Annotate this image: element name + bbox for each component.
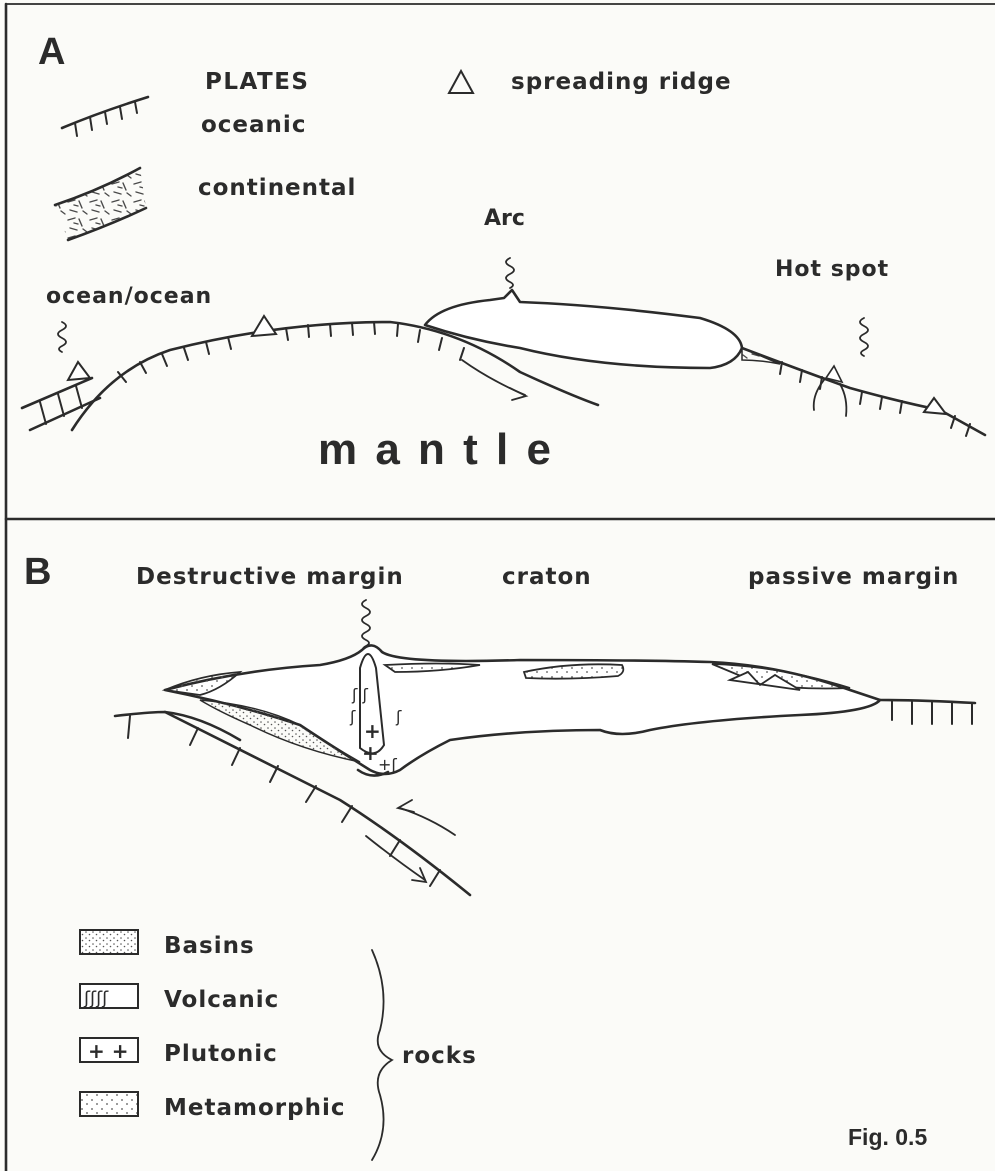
- panel-a-letter: A: [38, 31, 65, 73]
- spreading-ridge-icon: [449, 71, 473, 93]
- panel-a-legend: PLATES spreading ridge oceanic continent…: [55, 69, 732, 240]
- shear-arrow-up-icon: [398, 800, 414, 812]
- oceanic-label: oceanic: [201, 112, 306, 138]
- continental-plate-symbol-icon: [55, 168, 146, 240]
- subduction-arrow-icon: [510, 388, 526, 400]
- svg-text:+: +: [362, 741, 379, 765]
- svg-text:ʃ: ʃ: [395, 707, 402, 726]
- destructive-margin-label: Destructive margin: [136, 564, 404, 590]
- ocean-ocean-eruption-icon: [58, 322, 66, 352]
- figure-label: Fig. 0.5: [848, 1124, 927, 1150]
- arc-eruption-icon: [506, 258, 514, 288]
- metamorphic-label: Metamorphic: [164, 1095, 345, 1121]
- svg-text:ʃ: ʃ: [349, 707, 356, 726]
- legend-brace: [372, 950, 392, 1160]
- ocean-ocean-volcano-icon: [68, 362, 90, 380]
- passive-margin-label: passive margin: [748, 564, 959, 590]
- ocean-ocean-label: ocean/ocean: [46, 284, 212, 309]
- panel-b: B Destructive margin craton passive marg…: [24, 551, 975, 1160]
- rocks-legend: Basins ʃʃʃʃ Volcanic + + Plutonic Metamo…: [80, 930, 477, 1160]
- hot-spot-eruption-icon: [860, 318, 868, 356]
- svg-text:ʃʃʃʃ: ʃʃʃʃ: [83, 988, 109, 1009]
- svg-text:+ +: + +: [88, 1039, 128, 1063]
- continental-label: continental: [198, 175, 356, 201]
- spreading-ridge-label: spreading ridge: [511, 69, 732, 95]
- continental-plate: [425, 290, 742, 368]
- mid-ocean-ridge-icon: [252, 316, 276, 336]
- oceanic-plate-symbol-icon: [62, 97, 148, 136]
- mantle-label: m a n t l e: [318, 425, 554, 474]
- destructive-margin-eruption-icon: [362, 600, 370, 652]
- volcanic-label: Volcanic: [164, 987, 279, 1013]
- right-ridge-icon: [924, 398, 946, 414]
- svg-text:ʃ ʃ: ʃ ʃ: [351, 685, 368, 704]
- panel-a: A PLATES spreading ridge oceanic contine…: [22, 31, 985, 474]
- craton-body: [165, 645, 880, 774]
- panel-b-letter: B: [24, 551, 51, 593]
- hot-spot-label: Hot spot: [775, 257, 889, 282]
- rocks-label: rocks: [402, 1043, 477, 1069]
- basins-label: Basins: [164, 933, 255, 959]
- craton-label: craton: [502, 564, 592, 590]
- plutonic-plus-icon: +: [364, 719, 381, 743]
- panel-b-cross-section: ʃ ʃ ʃ ʃ + + +ʃ: [115, 600, 975, 895]
- arc-label: Arc: [484, 206, 525, 231]
- plates-heading: PLATES: [205, 69, 310, 95]
- plutonic-label: Plutonic: [164, 1041, 278, 1067]
